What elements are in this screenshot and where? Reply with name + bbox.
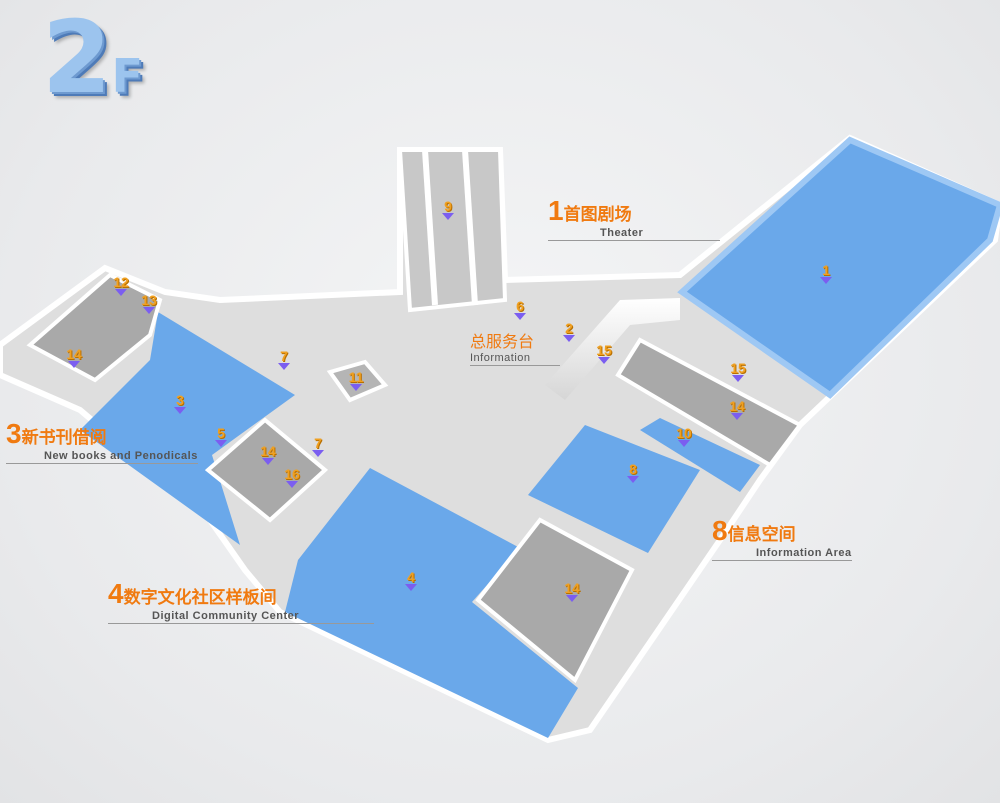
marker-pin-icon xyxy=(820,277,832,284)
marker-pin-icon xyxy=(262,458,274,465)
map-marker[interactable]: 7 xyxy=(269,349,299,370)
marker-pin-icon xyxy=(442,213,454,220)
marker-pin-icon xyxy=(215,440,227,447)
area-information xyxy=(528,425,700,553)
label-new-books[interactable]: 3新书刊借阅 New books and Penodicals xyxy=(6,418,198,464)
escalator xyxy=(397,148,508,313)
map-marker[interactable]: 4 xyxy=(396,570,426,591)
map-marker[interactable]: 15 xyxy=(723,361,753,382)
rooms-block-nw xyxy=(26,272,163,383)
rooms-block-s xyxy=(475,517,635,684)
map-marker[interactable]: 9 xyxy=(433,199,463,220)
marker-pin-icon xyxy=(350,384,362,391)
map-marker[interactable]: 6 xyxy=(505,299,535,320)
map-marker[interactable]: 13 xyxy=(134,293,164,314)
label-theater[interactable]: 1首图剧场 Theater xyxy=(548,195,720,241)
map-marker[interactable]: 14 xyxy=(557,581,587,602)
marker-pin-icon xyxy=(678,440,690,447)
area-information-strip xyxy=(640,418,760,492)
map-marker[interactable]: 14 xyxy=(253,444,283,465)
area-digital-community xyxy=(285,468,578,738)
label-digital-community[interactable]: 4数字文化社区样板间 Digital Community Center xyxy=(108,578,374,624)
label-information-desk[interactable]: 总服务台 Information xyxy=(470,328,560,366)
map-marker[interactable]: 14 xyxy=(59,347,89,368)
marker-pin-icon xyxy=(627,476,639,483)
marker-pin-icon xyxy=(514,313,526,320)
marker-pin-icon xyxy=(405,584,417,591)
map-marker[interactable]: 15 xyxy=(589,343,619,364)
floor-badge: 2F xyxy=(42,0,144,116)
marker-pin-icon xyxy=(115,289,127,296)
rooms-block-e xyxy=(615,337,804,468)
map-marker[interactable]: 10 xyxy=(669,426,699,447)
marker-pin-icon xyxy=(731,413,743,420)
area-new-books xyxy=(80,312,295,545)
marker-pin-icon xyxy=(563,335,575,342)
map-marker[interactable]: 3 xyxy=(165,393,195,414)
marker-pin-icon xyxy=(566,595,578,602)
marker-pin-icon xyxy=(278,363,290,370)
marker-pin-icon xyxy=(598,357,610,364)
marker-pin-icon xyxy=(143,307,155,314)
map-marker[interactable]: 1 xyxy=(811,263,841,284)
marker-pin-icon xyxy=(312,450,324,457)
map-marker[interactable]: 14 xyxy=(722,399,752,420)
map-marker[interactable]: 16 xyxy=(277,467,307,488)
area-theater xyxy=(677,136,1000,399)
rooms-block-center xyxy=(326,359,389,403)
map-marker[interactable]: 7 xyxy=(303,436,333,457)
marker-pin-icon xyxy=(174,407,186,414)
map-marker[interactable]: 11 xyxy=(341,370,371,391)
marker-pin-icon xyxy=(286,481,298,488)
rooms-block-w xyxy=(204,417,329,523)
wall-corridor xyxy=(545,298,680,400)
map-marker[interactable]: 12 xyxy=(106,275,136,296)
marker-pin-icon xyxy=(68,361,80,368)
map-marker[interactable]: 8 xyxy=(618,462,648,483)
marker-pin-icon xyxy=(732,375,744,382)
map-marker[interactable]: 2 xyxy=(554,321,584,342)
label-information-area[interactable]: 8信息空间 Information Area xyxy=(712,515,852,561)
map-marker[interactable]: 5 xyxy=(206,426,236,447)
